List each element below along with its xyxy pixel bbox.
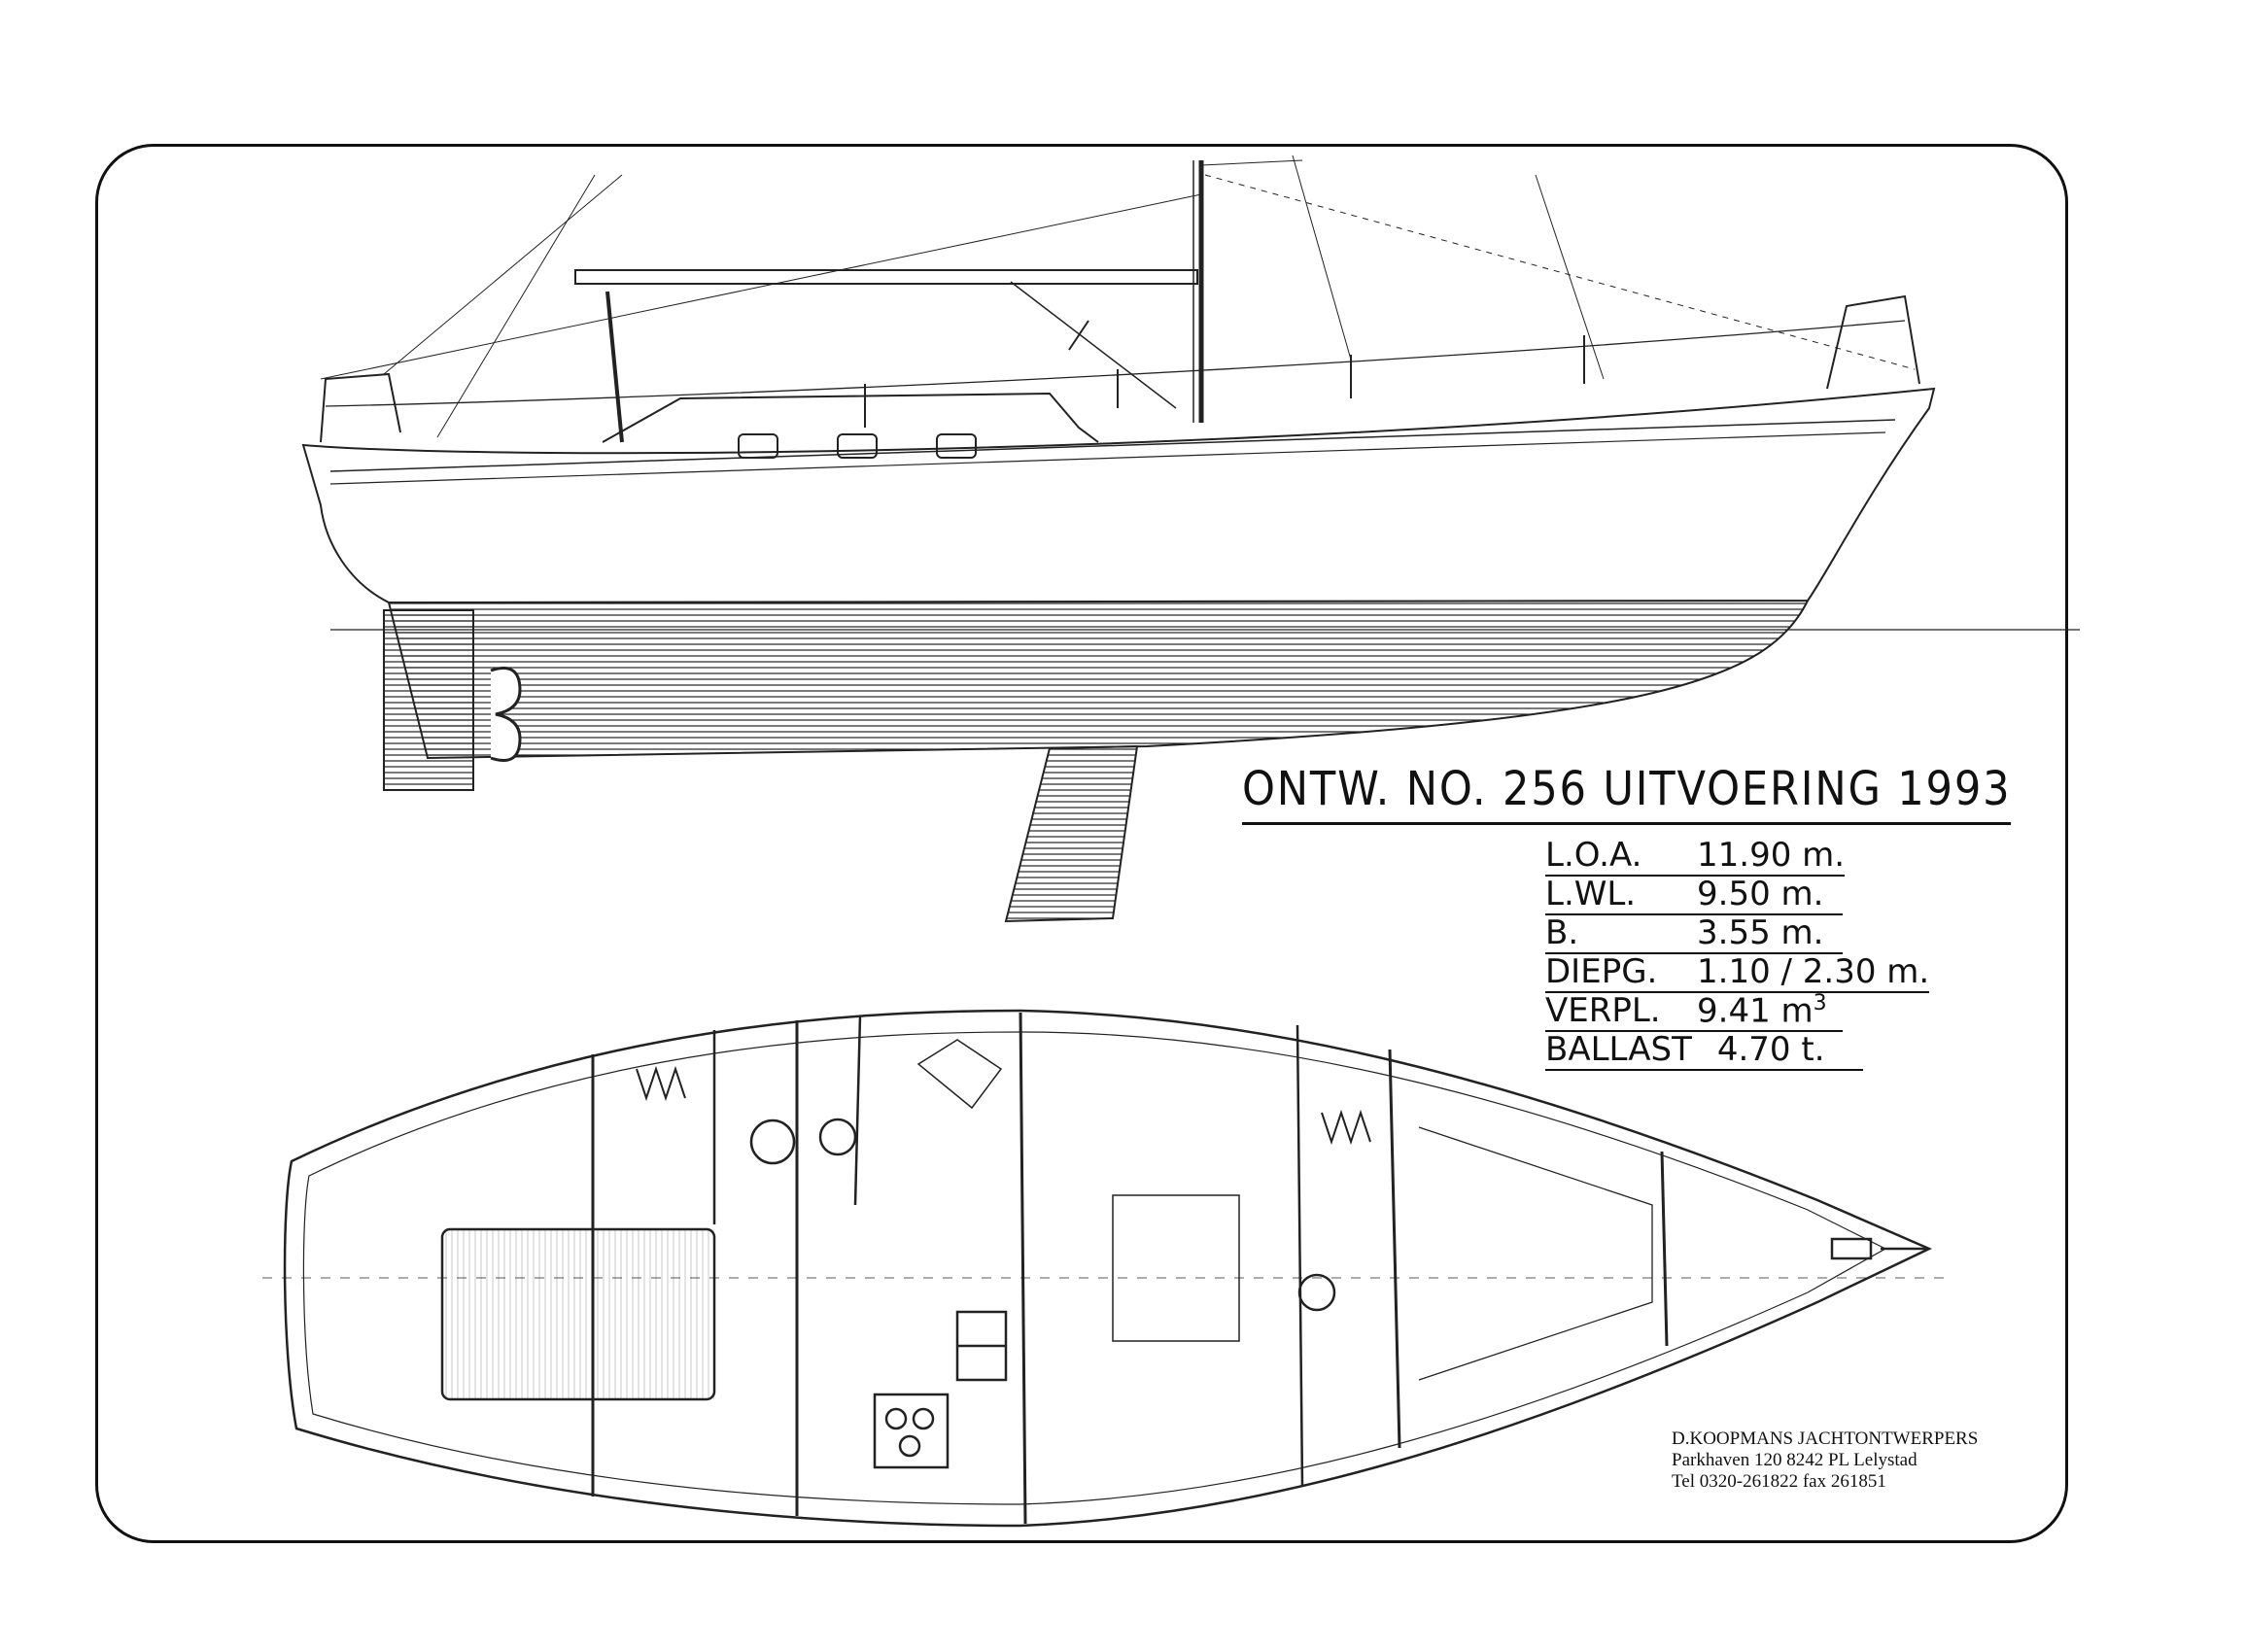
hull-topsides (301, 387, 1936, 604)
keel (1004, 744, 1139, 923)
pushpit (320, 372, 401, 443)
spec-value: 9.41 m3 (1679, 991, 1843, 1032)
toilet-icon (749, 1119, 796, 1165)
designer-phone: Tel 0320-261822 fax 261851 (1672, 1471, 1886, 1492)
spec-unit-sup: 3 (1813, 990, 1827, 1015)
spec-label: DIEPG. (1545, 952, 1679, 993)
basin-icon (818, 1118, 857, 1156)
spec-row-ballast: BALLAST 4.70 t. (1545, 1030, 1929, 1071)
spec-row-draft: DIEPG. 1.10 / 2.30 m. (1545, 952, 1930, 993)
galley-stove (873, 1393, 950, 1469)
porthole (738, 433, 778, 459)
spec-value: 3.55 m. (1679, 913, 1843, 954)
mizzen-mast (605, 291, 624, 443)
chart-table (916, 1039, 1003, 1110)
drawing-title: ONTW. NO. 256 UITVOERING 1993 (1242, 762, 2012, 825)
specs-table: L.O.A. 11.90 m. L.WL. 9.50 m. B. 3.55 m.… (1545, 836, 1930, 1071)
spec-label: BALLAST (1545, 1030, 1700, 1071)
accommodation-plan (262, 1009, 1944, 1528)
designer-address: Parkhaven 120 8242 PL Lelystad (1672, 1450, 1918, 1470)
drawing-frame (95, 144, 2068, 1543)
deckhouse (602, 392, 1099, 443)
spec-value: 4.70 t. (1699, 1030, 1863, 1071)
porthole (936, 433, 977, 459)
boom (574, 269, 1198, 285)
spec-label: L.O.A. (1545, 836, 1679, 877)
propeller-icon (490, 667, 522, 762)
spec-row-displacement: VERPL. 9.41 m3 (1545, 991, 1929, 1032)
hull-plan-outline (283, 1009, 1933, 1528)
designer-name: D.KOOPMANS JACHTONTWERPERS (1672, 1428, 1979, 1449)
porthole (837, 433, 878, 459)
designer-block: D.KOOPMANS JACHTONTWERPERS Parkhaven 120… (1672, 1428, 1978, 1493)
spec-value: 11.90 m. (1679, 836, 1846, 877)
spec-value: 9.50 m. (1679, 875, 1843, 915)
spec-value-text: 9.41 m (1697, 991, 1814, 1030)
side-profile (301, 155, 2080, 923)
spec-row-loa: L.O.A. 11.90 m. (1545, 836, 1929, 877)
pulpit (1826, 294, 1920, 390)
head-basin-icon (1297, 1273, 1336, 1312)
spec-label: VERPL. (1545, 991, 1679, 1032)
spec-label: B. (1545, 913, 1679, 954)
spec-value: 1.10 / 2.30 m. (1679, 952, 1930, 993)
spec-label: L.WL. (1545, 875, 1679, 915)
spec-row-beam: B. 3.55 m. (1545, 913, 1929, 954)
anchor-roller (1830, 1237, 1873, 1260)
rudder (383, 609, 474, 791)
saloon-table (1112, 1194, 1240, 1342)
spec-row-lwl: L.WL. 9.50 m. (1545, 875, 1929, 915)
v-berth (1418, 1126, 1653, 1381)
underwater-hull (387, 599, 1810, 760)
